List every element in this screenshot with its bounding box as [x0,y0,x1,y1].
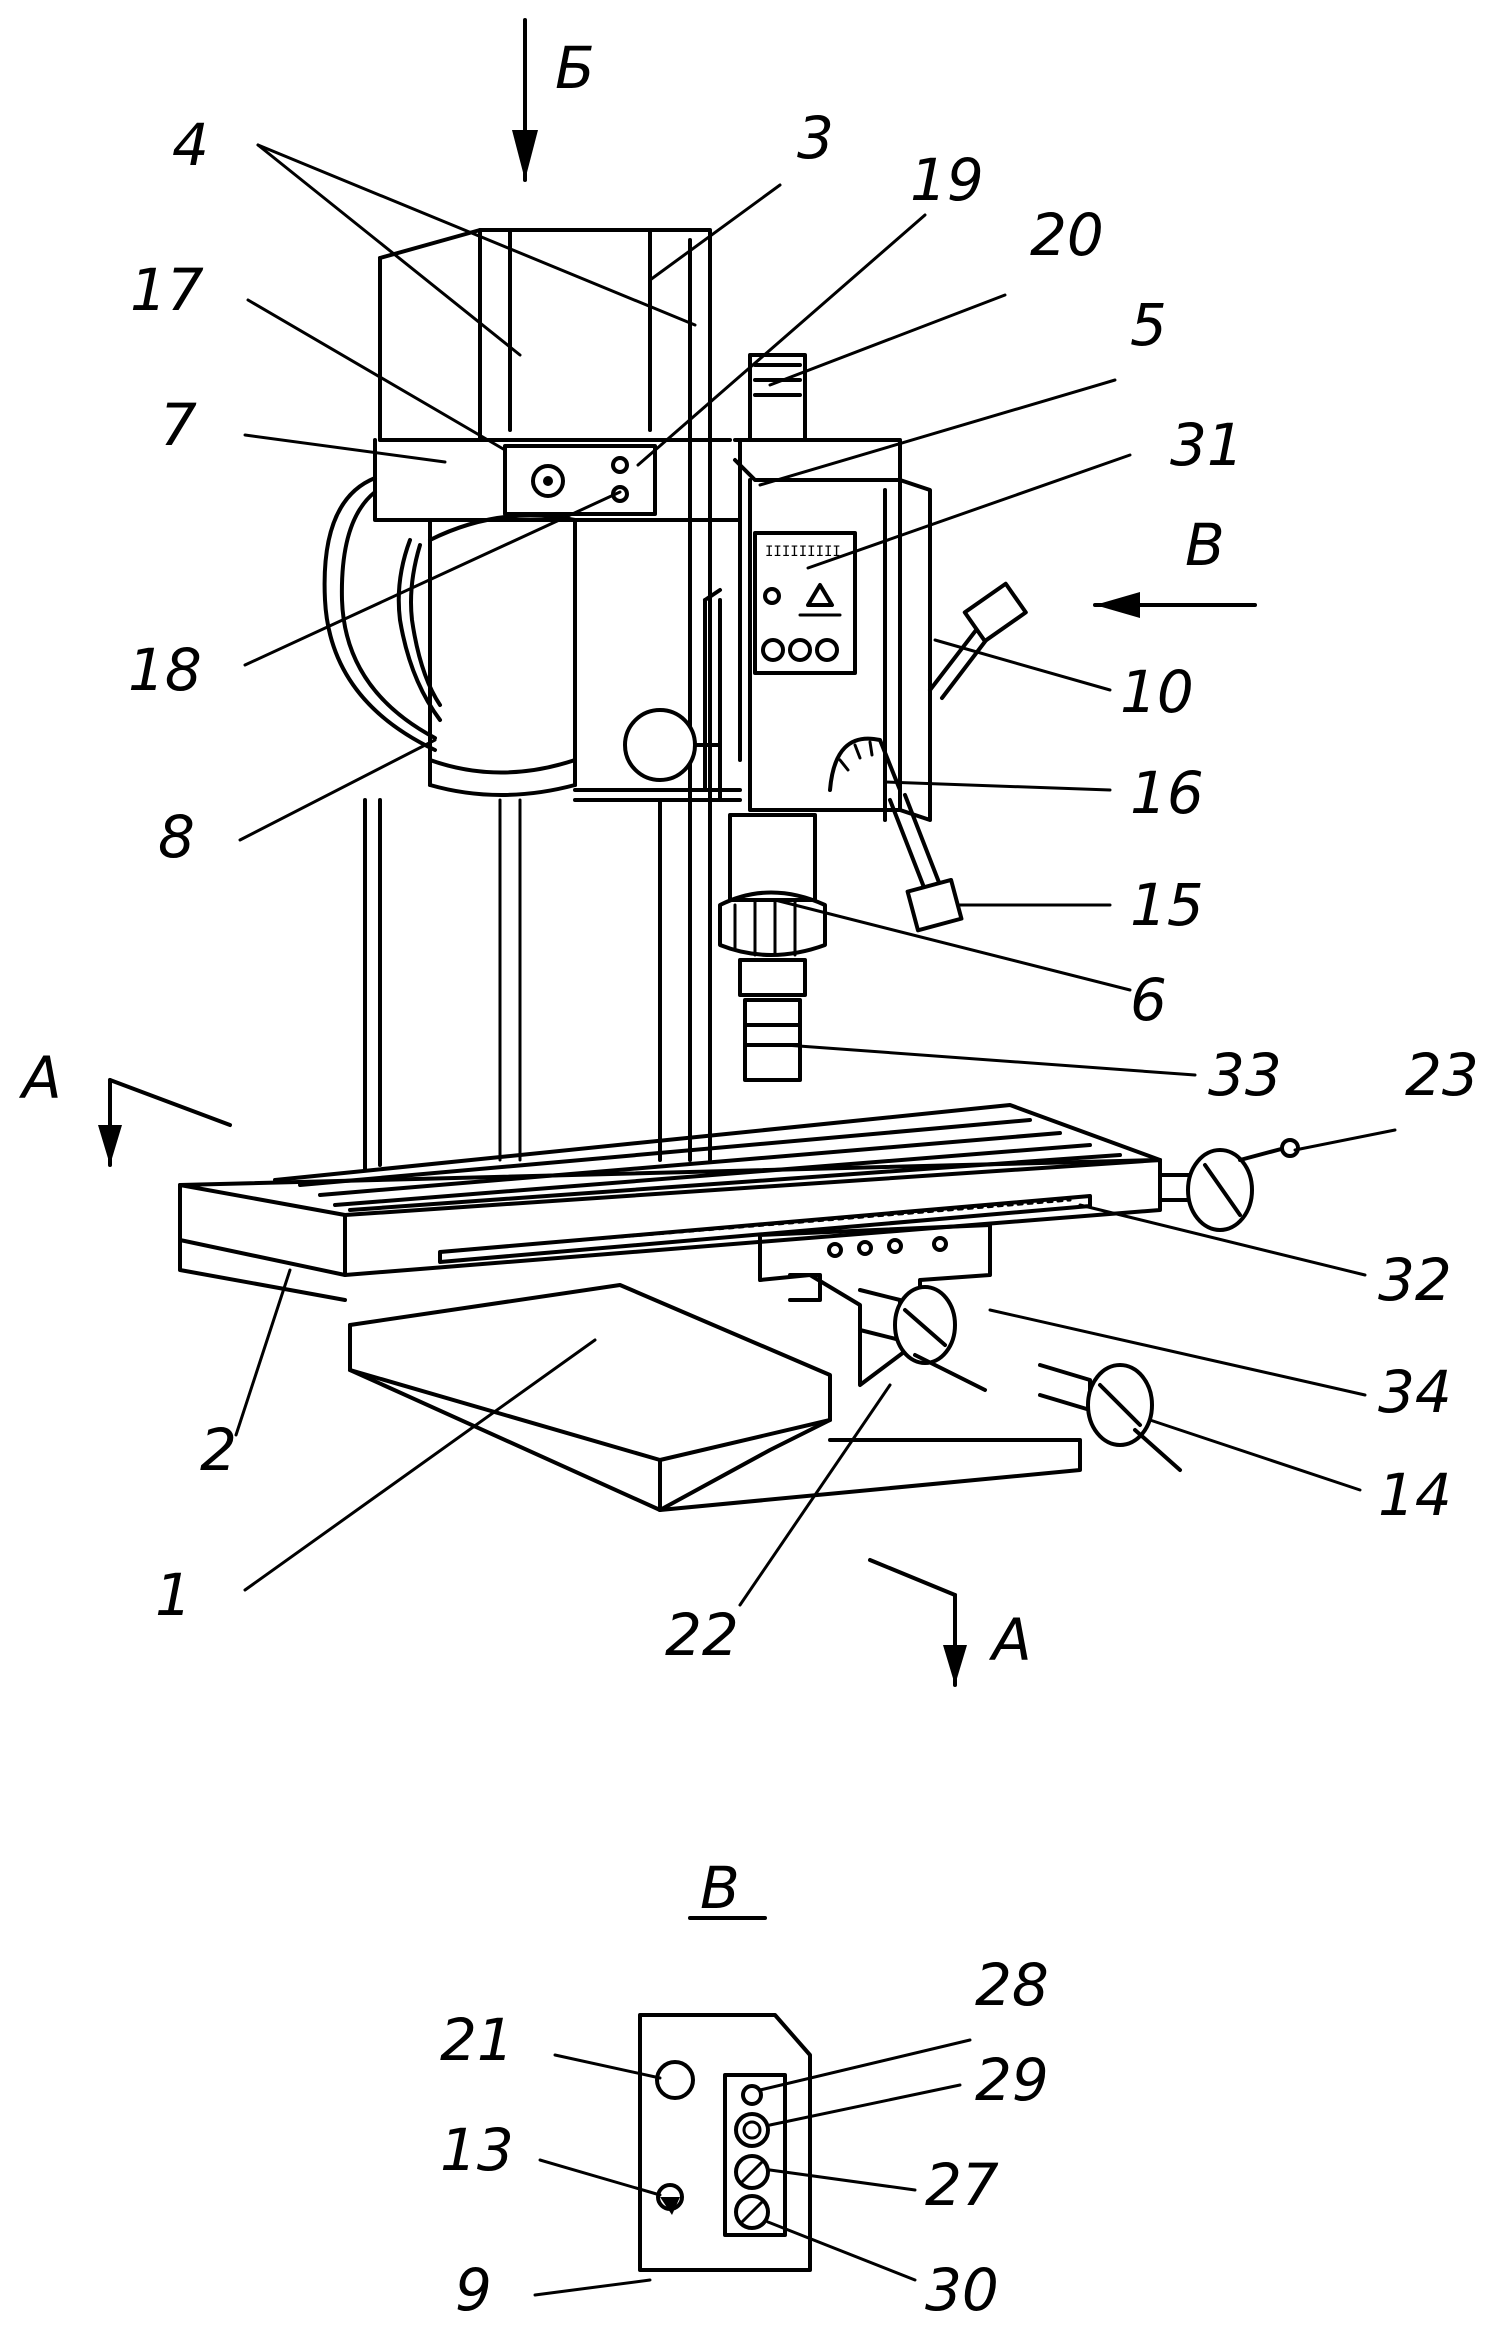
label-9: 9 [455,2256,492,2324]
label-4: 4 [172,111,209,179]
label-2: 2 [200,1416,237,1484]
callout-labels: Б В А А В 4 3 19 20 5 31 17 7 18 10 8 16… [18,34,1479,2324]
label-6: 6 [1130,966,1167,1034]
label-22: 22 [665,1601,739,1669]
label-29: 29 [975,2046,1049,2114]
label-19: 19 [910,146,984,214]
label-28: 28 [975,1951,1049,2019]
label-30: 30 [925,2256,999,2324]
label-31: 31 [1170,411,1244,479]
label-16: 16 [1130,759,1204,827]
quill-6 [718,813,827,997]
label-20: 20 [1030,201,1104,269]
label-27: 27 [925,2151,999,2219]
lever-10 [928,581,1028,700]
view-label-v: В [1185,511,1225,579]
panel-indicator: IIIIIIIII [765,544,841,560]
label-21: 21 [440,2006,514,2074]
base-1 [348,1283,1082,1512]
tool-33 [743,998,802,1082]
section-label-a-left: А [18,1044,62,1112]
label-10: 10 [1120,658,1194,726]
label-14: 14 [1378,1461,1452,1529]
label-18: 18 [128,636,202,704]
label-1: 1 [155,1561,192,1629]
table-2 [178,1103,1300,1302]
label-13: 13 [440,2116,514,2184]
saddle [758,1223,1182,1472]
control-box-17 [503,444,657,516]
label-34: 34 [1378,1358,1452,1426]
label-7: 7 [160,391,197,459]
label-15: 15 [1130,871,1204,939]
dial-16 [828,736,902,792]
spindle-head-5: IIIIIIIII [623,353,932,822]
label-5: 5 [1130,291,1167,359]
section-label-a-right: А [988,1606,1032,1674]
carriage [373,438,742,762]
label-33: 33 [1208,1041,1282,1109]
cable [322,476,442,752]
motor-8 [428,513,742,802]
leader-lines [234,143,1397,2297]
section-a-right [868,1558,967,1687]
view-arrow-b [512,18,538,182]
detail-view-title: В [700,1854,740,1922]
lever-15 [888,793,964,933]
section-a-left [98,1078,232,1167]
view-label-b: Б [555,34,595,102]
label-8: 8 [158,803,195,871]
column [363,228,732,1172]
label-3: 3 [797,104,834,172]
detail-view-v [638,1916,812,2272]
label-17: 17 [130,256,204,324]
label-23: 23 [1405,1041,1479,1109]
label-32: 32 [1378,1246,1452,1314]
view-arrow-v [1093,592,1257,618]
